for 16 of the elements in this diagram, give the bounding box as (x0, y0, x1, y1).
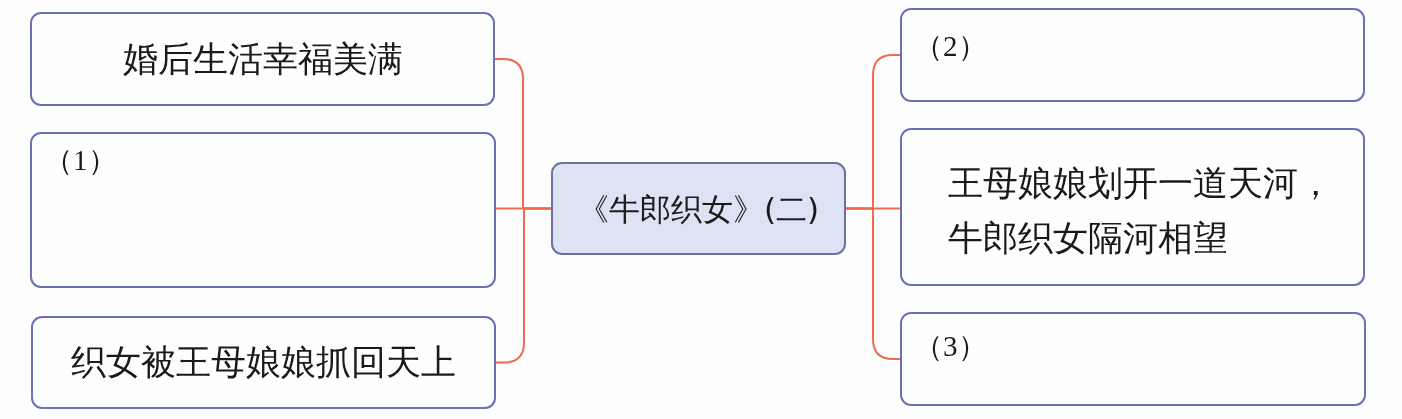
blank-number: （2） (914, 29, 987, 64)
central-topic-box (551, 162, 846, 255)
title-text: 《牛郎织女》(二) (577, 189, 820, 229)
topic-text: 婚后生活幸福美满 (121, 37, 404, 81)
blank-number: （3） (914, 329, 987, 364)
blank-number: （1） (44, 143, 117, 178)
topic-text: 王母娘娘划开一道天河，牛郎织女隔河相望 (948, 162, 1334, 260)
answer-box (900, 312, 1366, 406)
topic-box (31, 316, 496, 409)
topic-box (900, 128, 1365, 286)
topic-text: 织女被王母娘娘抓回天上 (70, 341, 457, 384)
answer-box (30, 132, 496, 288)
connector-line (845, 207, 901, 360)
answer-box (900, 8, 1365, 102)
topic-box (30, 12, 495, 106)
connector-line (495, 207, 552, 364)
